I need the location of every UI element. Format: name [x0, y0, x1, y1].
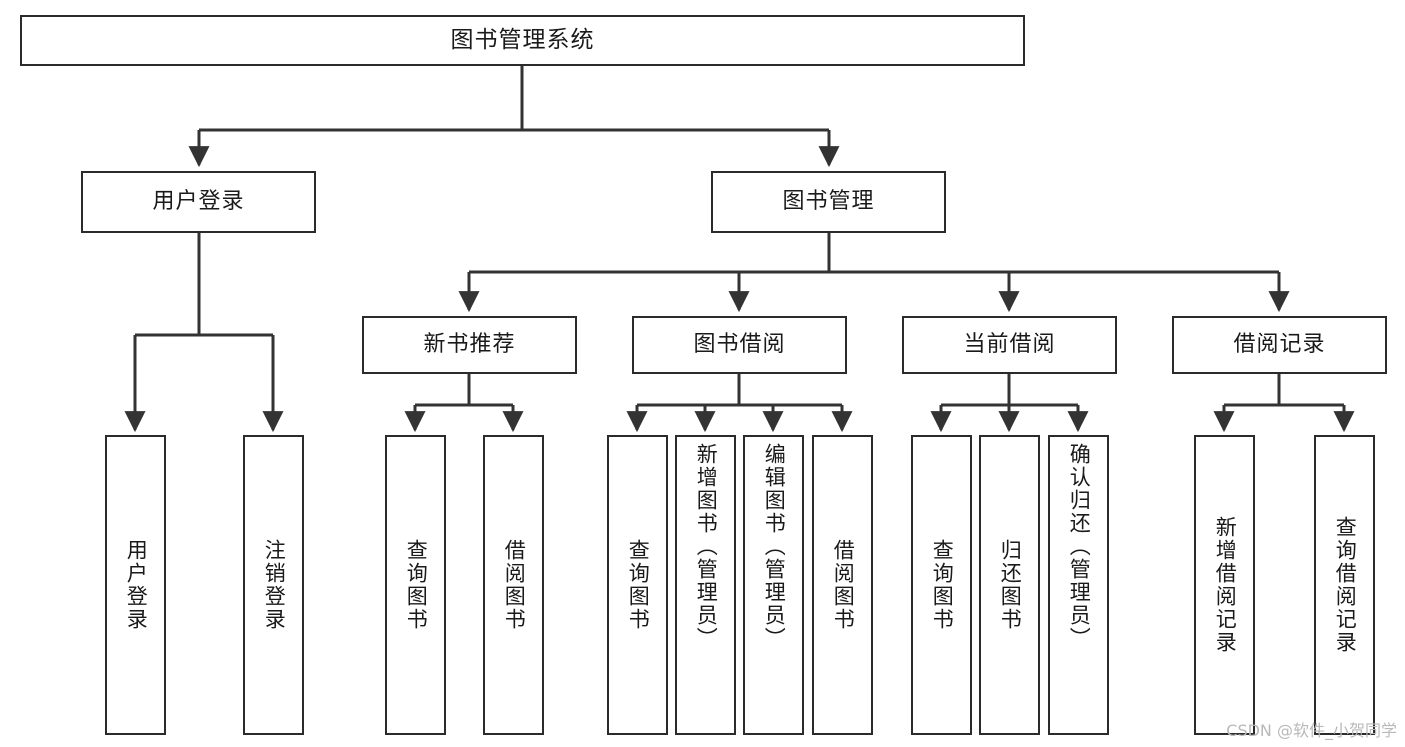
leaf-query-book-borrow[interactable]: 查询图书: [607, 435, 668, 735]
node-current-borrow[interactable]: 当前借阅: [902, 316, 1117, 374]
node-new-book-recommend-label: 新书推荐: [423, 332, 516, 358]
leaf-query-borrow-record[interactable]: 查询借阅记录: [1314, 435, 1375, 735]
leaf-confirm-return-admin[interactable]: 确认归还（管理员）: [1048, 435, 1109, 735]
node-borrow-record[interactable]: 借阅记录: [1172, 316, 1387, 374]
node-user-login-label: 用户登录: [152, 189, 245, 215]
leaf-add-book-admin-label: 新增图书（管理员）: [694, 443, 719, 650]
leaf-logout-label: 注销登录: [262, 539, 287, 631]
leaf-query-book-recommend[interactable]: 查询图书: [385, 435, 446, 735]
leaf-add-borrow-record[interactable]: 新增借阅记录: [1194, 435, 1255, 735]
leaf-add-book-admin[interactable]: 新增图书（管理员）: [675, 435, 736, 735]
node-user-login[interactable]: 用户登录: [81, 171, 316, 233]
leaf-query-book-recommend-label: 查询图书: [404, 539, 429, 631]
node-new-book-recommend[interactable]: 新书推荐: [362, 316, 577, 374]
leaf-user-login[interactable]: 用户登录: [105, 435, 166, 735]
leaf-borrow-book-recommend[interactable]: 借阅图书: [483, 435, 544, 735]
leaf-add-borrow-record-label: 新增借阅记录: [1213, 516, 1238, 654]
leaf-edit-book-admin[interactable]: 编辑图书（管理员）: [743, 435, 804, 735]
node-current-borrow-label: 当前借阅: [963, 332, 1056, 358]
leaf-logout[interactable]: 注销登录: [243, 435, 304, 735]
node-book-borrow[interactable]: 图书借阅: [632, 316, 847, 374]
leaf-user-login-label: 用户登录: [124, 539, 149, 631]
leaf-confirm-return-admin-label: 确认归还（管理员）: [1067, 443, 1092, 650]
node-root-label: 图书管理系统: [450, 27, 595, 54]
node-book-manage[interactable]: 图书管理: [711, 171, 946, 233]
node-borrow-record-label: 借阅记录: [1233, 332, 1326, 358]
leaf-edit-book-admin-label: 编辑图书（管理员）: [762, 443, 787, 650]
leaf-return-book[interactable]: 归还图书: [979, 435, 1040, 735]
node-root[interactable]: 图书管理系统: [20, 15, 1025, 66]
leaf-return-book-label: 归还图书: [998, 539, 1023, 631]
leaf-borrow-book[interactable]: 借阅图书: [812, 435, 873, 735]
leaf-borrow-book-recommend-label: 借阅图书: [502, 539, 527, 631]
leaf-query-borrow-record-label: 查询借阅记录: [1333, 516, 1358, 654]
leaf-borrow-book-label: 借阅图书: [831, 539, 856, 631]
leaf-query-book-current-label: 查询图书: [930, 539, 955, 631]
node-book-manage-label: 图书管理: [782, 189, 875, 215]
csdn-watermark: CSDN @软件_小贺同学: [1226, 721, 1397, 740]
leaf-query-book-current[interactable]: 查询图书: [911, 435, 972, 735]
leaf-query-book-borrow-label: 查询图书: [626, 539, 651, 631]
node-book-borrow-label: 图书借阅: [693, 332, 786, 358]
